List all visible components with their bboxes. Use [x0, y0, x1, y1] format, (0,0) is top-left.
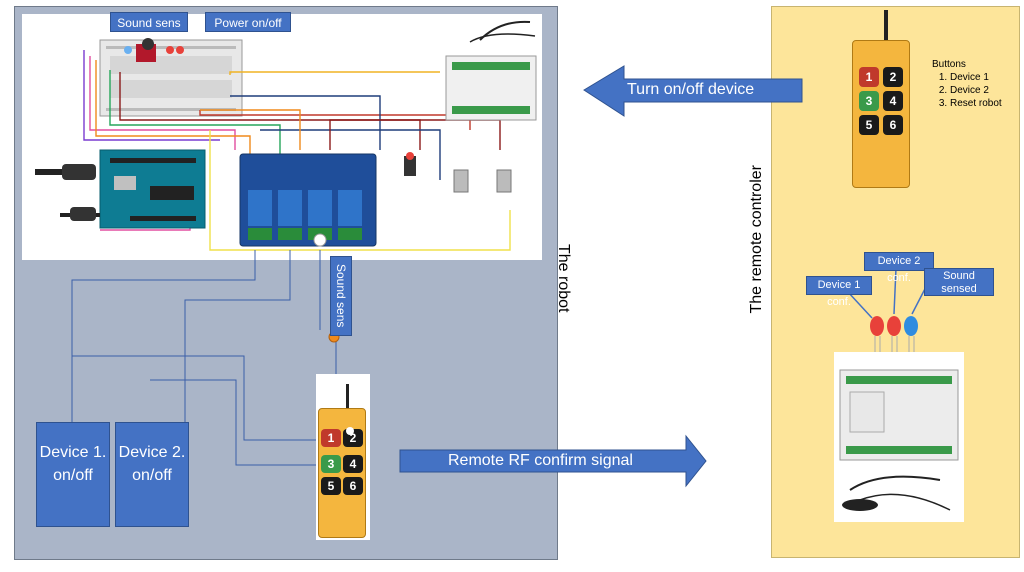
sound-sens-vertical-label: Sound sens [334, 264, 348, 328]
controller-remote-key-1: 1 [859, 67, 879, 87]
buttons-legend: Buttons Device 1 Device 2 Reset robot [932, 58, 1016, 110]
controller-remote: 1 2 3 4 5 6 [852, 40, 910, 188]
robot-remote-key-4: 4 [343, 455, 363, 473]
remote-rf-arrow [399, 434, 707, 488]
remote-title-wrap: The remote controler [748, 160, 766, 314]
buttons-legend-item: Device 1 [950, 71, 1016, 84]
status-leds [847, 267, 929, 360]
device-1-conf-label: Device 1 conf. [806, 276, 872, 308]
buttons-legend-item: Reset robot [950, 97, 1016, 110]
robot-remote-key-6: 6 [343, 477, 363, 495]
controller-remote-key-5: 5 [859, 115, 879, 135]
remote-title: The remote controler [748, 165, 765, 314]
robot-remote-key-3: 3 [321, 455, 341, 473]
device-1-box: Device 1. on/off [36, 422, 110, 527]
controller-remote-key-3: 3 [859, 91, 879, 111]
remote-rf-label: Remote RF confirm signal [448, 452, 633, 469]
sound-sensed-label: Sound sensed [924, 268, 994, 296]
robot-remote-key-1: 1 [321, 429, 341, 447]
robot-remote: 1 2 3 4 5 6 [318, 408, 366, 538]
robot-remote-antenna [346, 384, 349, 410]
sound-sens-vertical-box: Sound sens [330, 256, 352, 336]
buttons-legend-title: Buttons [932, 59, 966, 70]
controller-remote-key-4: 4 [883, 91, 903, 111]
controller-remote-key-2: 2 [883, 67, 903, 87]
turn-onoff-label: Turn on/off device [627, 81, 755, 98]
controller-remote-key-6: 6 [883, 115, 903, 135]
robot-title-wrap: The robot [554, 244, 572, 317]
buttons-legend-item: Device 2 [950, 84, 1016, 97]
power-onoff-label: Power on/off [205, 12, 291, 32]
turn-onoff-arrow [583, 65, 803, 117]
controller-remote-antenna [884, 10, 888, 42]
sound-sens-label: Sound sens [110, 12, 188, 32]
device-2-conf-label: Device 2 conf. [864, 252, 934, 284]
robot-remote-indicator [346, 427, 354, 435]
robot-remote-key-5: 5 [321, 477, 341, 495]
robot-title: The robot [555, 244, 572, 313]
device-2-box: Device 2. on/off [115, 422, 189, 527]
